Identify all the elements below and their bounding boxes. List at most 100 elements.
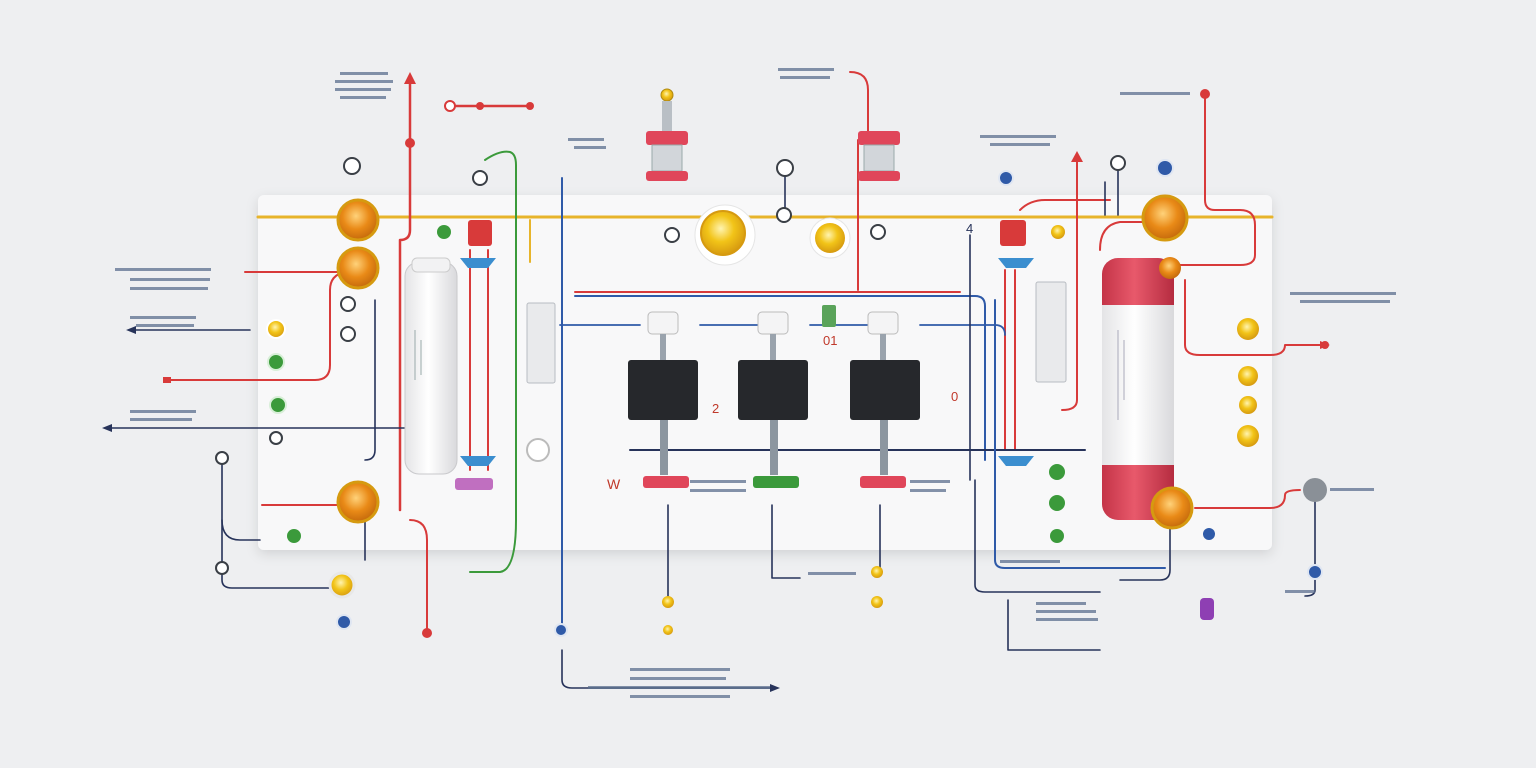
yellow-indicator xyxy=(871,566,883,578)
arrow-right-icon xyxy=(770,684,780,692)
filter-cylinder-right xyxy=(1102,258,1174,520)
green-return-pipe xyxy=(469,150,517,573)
red-right-loop xyxy=(1179,94,1256,266)
red-tank-link xyxy=(1099,221,1146,251)
arrow-up-icon xyxy=(1071,151,1083,162)
blue-indicator xyxy=(336,614,352,630)
green-indicator xyxy=(267,353,285,371)
top-valve-left xyxy=(646,88,688,181)
red-top-right xyxy=(1019,199,1111,211)
gauge-icon xyxy=(343,157,361,175)
navy-top-right xyxy=(1104,169,1119,216)
indicator-lights xyxy=(215,89,1329,638)
red-right-riser xyxy=(1061,159,1078,411)
red-endpoint xyxy=(526,102,534,110)
navy-bottom-outlet xyxy=(561,649,776,689)
gray-gauge xyxy=(1303,478,1327,502)
navy-pump2-drop xyxy=(771,504,801,579)
red-right-outlet xyxy=(1184,279,1326,356)
yellow-indicator xyxy=(871,596,883,608)
yellow-dial-large xyxy=(694,204,756,266)
red-return-left xyxy=(164,271,346,381)
top-valve-right xyxy=(858,131,900,181)
orange-valve-5 xyxy=(1150,486,1194,530)
red-endpoint xyxy=(422,628,432,638)
gauge-icon xyxy=(776,207,792,223)
gauge-icon xyxy=(1110,155,1126,171)
blue-manifold-mid xyxy=(559,324,1006,336)
green-indicator xyxy=(1050,529,1064,543)
gauge-icon xyxy=(340,296,356,312)
arrow-right-icon xyxy=(1320,341,1330,349)
arrow-up-icon xyxy=(404,72,416,84)
gauge-icon xyxy=(472,170,488,186)
orange-valve-2 xyxy=(336,246,380,290)
navy-left-bus xyxy=(364,299,376,461)
gauge-icon xyxy=(340,326,356,342)
red-right-bottom xyxy=(1194,489,1301,509)
yellow-indicator xyxy=(1051,225,1065,239)
yellow-indicator xyxy=(1237,318,1259,340)
pump-3 xyxy=(850,311,920,488)
gauge-icon xyxy=(664,227,680,243)
yellow-indicator xyxy=(1239,396,1257,414)
navy-far-right xyxy=(1304,499,1316,597)
navy-left-loop xyxy=(221,457,341,589)
navy-right-bottom xyxy=(1007,599,1101,651)
yellow-dial-small xyxy=(809,217,851,259)
red-stub xyxy=(163,377,171,383)
orange-valve-6 xyxy=(1159,257,1181,279)
blue-right-vert xyxy=(994,299,1166,569)
gauge-icon xyxy=(269,431,283,445)
yellow-indicator xyxy=(1237,425,1259,447)
label-2: 2 xyxy=(712,401,720,416)
pipe-network xyxy=(107,71,1326,689)
caption-scribbles xyxy=(115,68,1396,698)
yellow-indicator xyxy=(328,571,356,599)
red-endpoint xyxy=(405,138,415,148)
orange-valves xyxy=(336,194,1194,530)
label-0: 0 xyxy=(951,389,959,404)
green-indicator xyxy=(287,529,301,543)
orange-valve-4 xyxy=(1141,194,1189,242)
green-indicator xyxy=(1049,495,1065,511)
red-filter-loop xyxy=(469,249,489,471)
green-indicator xyxy=(437,225,451,239)
red-drop-left xyxy=(409,519,428,633)
yellow-indicator xyxy=(266,319,286,339)
gauge-icon xyxy=(526,438,550,462)
pump-2 xyxy=(738,311,808,488)
navy-left-bottom xyxy=(221,519,261,541)
blue-indicator xyxy=(554,623,568,637)
gauge-icon xyxy=(215,561,229,575)
blue-indicator xyxy=(1203,528,1215,540)
red-endpoint xyxy=(476,102,484,110)
label-01: 01 xyxy=(823,333,838,348)
purple-indicator xyxy=(1200,598,1214,620)
label-4: 4 xyxy=(966,221,974,236)
blue-indicator xyxy=(1156,159,1174,177)
red-riser-left xyxy=(398,78,412,512)
gauge-icon xyxy=(215,451,229,465)
navy-right-tank xyxy=(1119,519,1171,581)
gauge-icon xyxy=(870,224,886,240)
pump-1 xyxy=(628,311,698,488)
yellow-indicator xyxy=(1238,366,1258,386)
yellow-indicator xyxy=(663,625,673,635)
blue-fittings xyxy=(460,258,1034,466)
blue-indicator xyxy=(998,170,1014,186)
navy-right-loop xyxy=(974,479,1101,593)
red-fittings xyxy=(455,220,1026,490)
gauge-icon xyxy=(776,159,794,177)
arrow-left-icon xyxy=(126,326,136,334)
green-indicator xyxy=(269,396,287,414)
red-endpoint xyxy=(444,100,456,112)
orange-valve-3 xyxy=(336,480,380,524)
orange-valve-1 xyxy=(336,198,380,242)
red-valve-riser xyxy=(849,71,869,291)
blue-indicator xyxy=(1307,564,1323,580)
red-endpoint xyxy=(1200,89,1210,99)
filter-cylinder-left xyxy=(404,257,458,475)
